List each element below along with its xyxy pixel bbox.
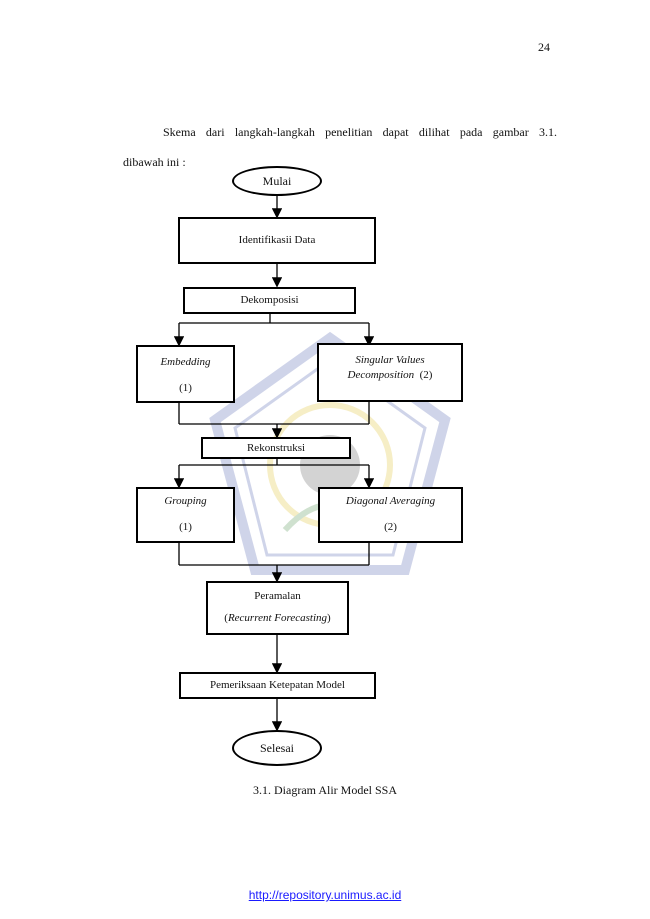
svd-step-number: (2)	[419, 369, 433, 381]
embedding-box: Embedding (1)	[136, 345, 235, 403]
end-terminal: Selesai	[232, 730, 322, 766]
svd-box: Singular Values Decomposition (2)	[317, 343, 463, 402]
diagonal-step-number: (2)	[384, 521, 397, 533]
diagonal-averaging-label: Diagonal Averaging	[345, 495, 436, 507]
figure-caption: 3.1. Diagram Alir Model SSA	[253, 783, 397, 797]
grouping-label: Grouping	[164, 495, 207, 507]
identifikasi-data-box: Identifikasii Data	[178, 217, 376, 264]
identifikasi-label: Identifikasii Data	[238, 234, 316, 246]
rekonstruksi-label: Rekonstruksi	[246, 442, 306, 454]
intro-paragraph-line2: dibawah ini :	[123, 155, 186, 169]
start-terminal: Mulai	[232, 166, 322, 196]
grouping-box: Grouping (1)	[136, 487, 235, 543]
dekomposisi-box: Dekomposisi	[183, 287, 356, 314]
intro-paragraph-line1: Skema dari langkah-langkah penelitian da…	[163, 125, 557, 139]
start-label: Mulai	[262, 173, 292, 188]
recurrent-forecasting-label: Recurrent Forecasting	[227, 612, 328, 624]
repository-link[interactable]: http://repository.unimus.ac.id	[248, 888, 402, 902]
end-label: Selesai	[260, 740, 294, 755]
grouping-step-number: (1)	[179, 521, 192, 533]
embedding-step-number: (1)	[179, 382, 192, 394]
svd-label-line1: Singular Values	[355, 354, 425, 366]
pemeriksaan-box: Pemeriksaan Ketepatan Model	[179, 672, 376, 699]
dekomposisi-label: Dekomposisi	[240, 294, 299, 306]
diagonal-averaging-box: Diagonal Averaging (2)	[318, 487, 463, 543]
rekonstruksi-box: Rekonstruksi	[201, 437, 351, 459]
peramalan-label: Peramalan	[254, 590, 301, 602]
peramalan-box: Peramalan (Recurrent Forecasting)	[206, 581, 349, 635]
page-number: 24	[538, 40, 550, 54]
svd-label-line2: Decomposition	[347, 369, 415, 381]
pemeriksaan-label: Pemeriksaan Ketepatan Model	[209, 679, 345, 691]
embedding-label: Embedding	[160, 356, 211, 368]
